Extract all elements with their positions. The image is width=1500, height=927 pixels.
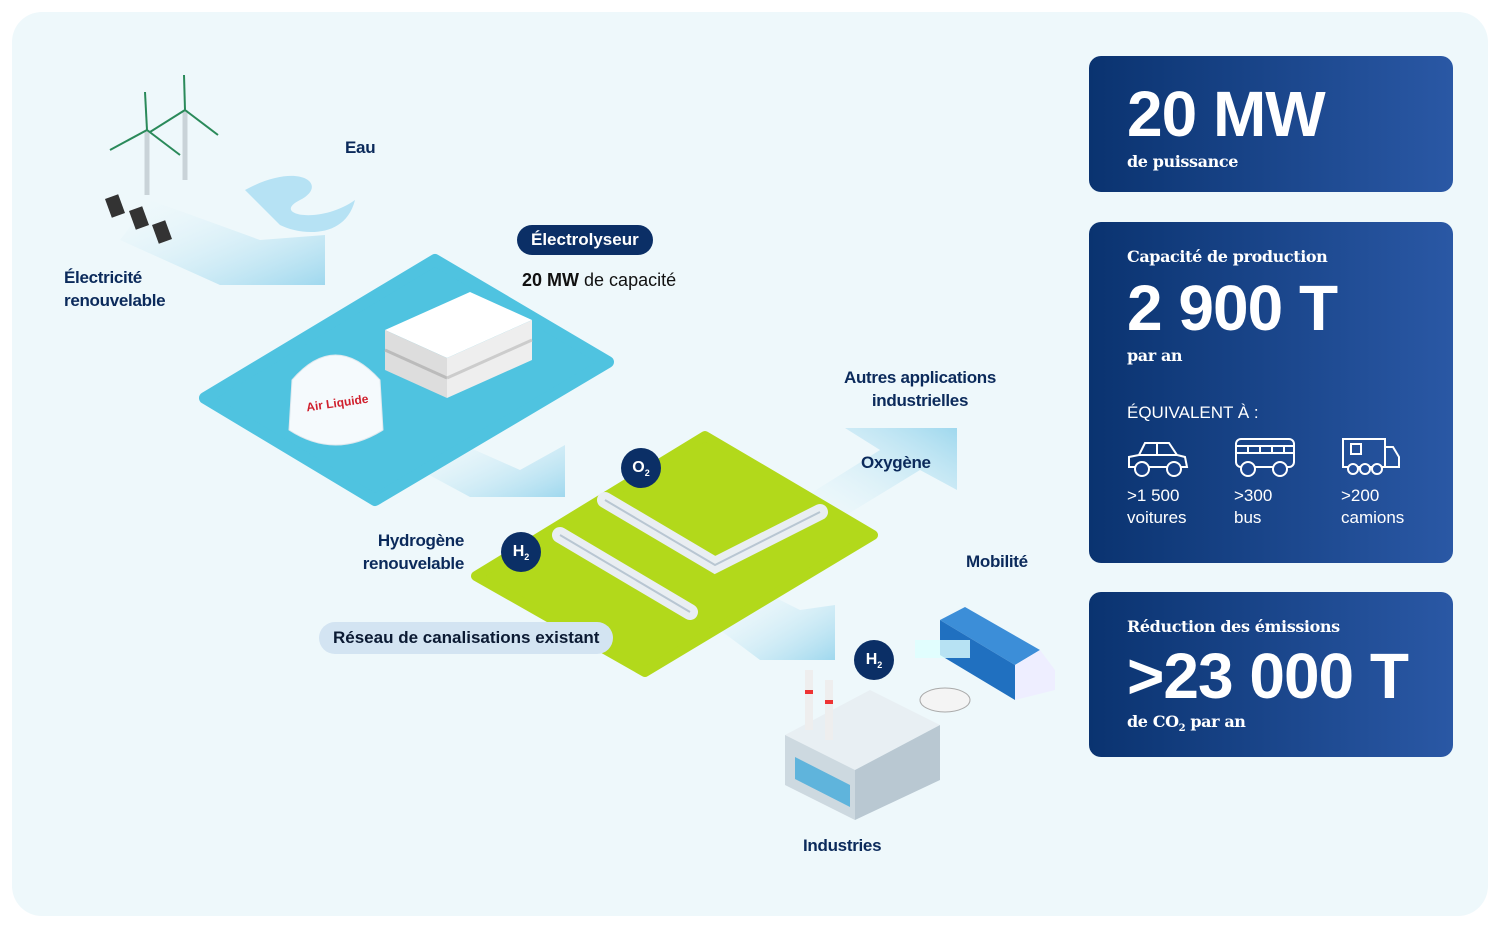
other-applications-label: Autres applications industrielles [843, 368, 997, 410]
oxygen-label: Oxygène [861, 453, 931, 472]
o2-badge: O2 [621, 448, 661, 488]
capacity-text: de capacité [584, 270, 677, 290]
h2-badge-industries: H2 [854, 640, 894, 680]
storage-tank [288, 354, 384, 446]
electrolyser-capacity: 20 MW de capacité [522, 270, 676, 291]
buses-unit: bus [1234, 508, 1262, 527]
equivalents-list: >1 500 voitures >300 bus >200 camions [1127, 437, 1415, 529]
factory-icon [785, 670, 940, 820]
production-value: 2 900 T [1127, 272, 1338, 344]
power-card: 20 MW de puissance [1089, 56, 1453, 192]
emissions-caption: de CO2 par an [1127, 712, 1246, 735]
industries-label: Industries [803, 836, 882, 855]
emissions-card: Réduction des émissions >23 000 T de CO2… [1089, 592, 1453, 757]
emissions-title: Réduction des émissions [1127, 617, 1340, 636]
cars-unit: voitures [1127, 508, 1187, 527]
wind-turbine-icon [144, 110, 188, 195]
truck-and-car-icon [915, 607, 1055, 713]
mobility-label: Mobilité [966, 552, 1028, 571]
bus-icon [1235, 438, 1295, 477]
truck-icon [1342, 438, 1400, 475]
arrow-oxygen [800, 428, 957, 525]
water-label: Eau [345, 138, 376, 157]
car-icon [1128, 442, 1189, 477]
production-caption: par an [1127, 346, 1183, 365]
trucks-value: >200 [1341, 486, 1380, 505]
emissions-value: >23 000 T [1127, 640, 1409, 712]
equivalent-cars: >1 500 voitures [1127, 437, 1234, 529]
hydrogen-label: Hydrogène renouvelable [362, 531, 465, 573]
capacity-value: 20 MW [522, 270, 580, 290]
water-stream [245, 175, 355, 233]
power-caption: de puissance [1127, 152, 1238, 171]
buses-value: >300 [1234, 486, 1273, 505]
trucks-unit: camions [1341, 508, 1405, 527]
solar-panel-icon [105, 194, 172, 244]
production-title: Capacité de production [1127, 247, 1328, 266]
electrolyser-building [384, 292, 533, 398]
cars-value: >1 500 [1127, 486, 1180, 505]
arrow-energy [120, 200, 325, 285]
electrolyser-pill: Électrolyseur [517, 225, 653, 255]
equivalent-buses: >300 bus [1234, 437, 1341, 529]
electricity-label: Électricité renouvelable [64, 268, 166, 310]
equivalent-trucks: >200 camions [1341, 437, 1448, 529]
power-value: 20 MW [1127, 78, 1326, 150]
production-card: Capacité de production 2 900 T par an ÉQ… [1089, 222, 1453, 563]
pipeline-network-pill: Réseau de canalisations existant [319, 622, 614, 654]
equivalent-title: ÉQUIVALENT À : [1127, 403, 1259, 422]
h2-badge: H2 [501, 532, 541, 572]
